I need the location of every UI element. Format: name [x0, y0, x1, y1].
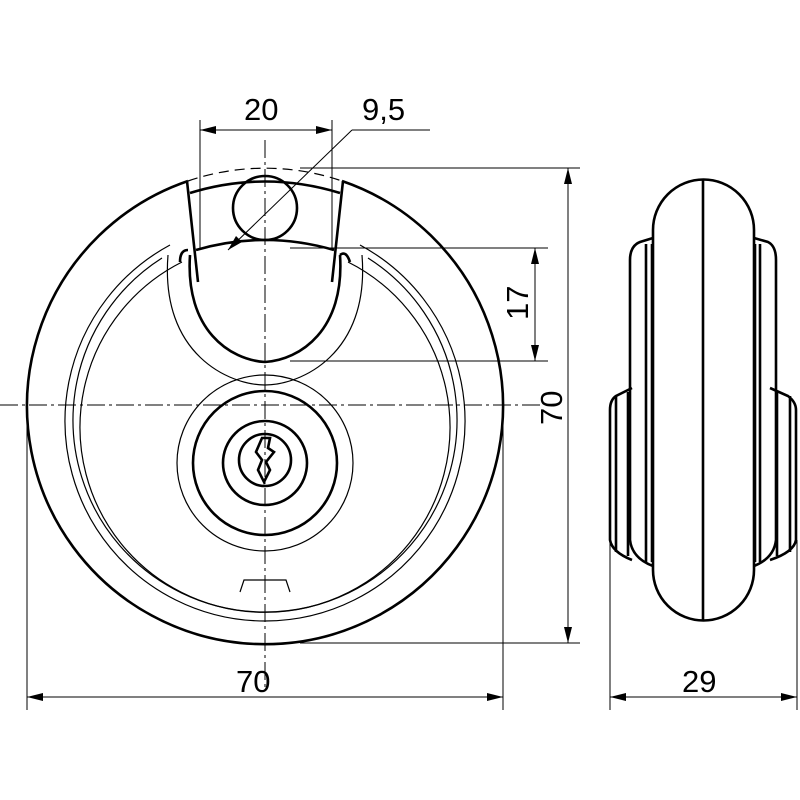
middle-flange: [628, 236, 778, 568]
dimension-20: 20: [199, 92, 333, 250]
shackle-recess: [178, 248, 352, 364]
side-view: [608, 178, 798, 622]
flange-step-lines: [614, 244, 792, 562]
dimension-70-width: 70: [26, 405, 504, 710]
dimension-label-20: 20: [244, 92, 278, 127]
front-view: [0, 140, 540, 690]
dimension-label-29: 29: [682, 664, 716, 699]
dimension-label-17: 17: [500, 286, 535, 320]
dimension-29: 29: [609, 540, 798, 710]
dimension-17: 17: [290, 247, 548, 362]
dimension-label-70-height: 70: [534, 391, 569, 425]
keyway-icon: [254, 436, 276, 485]
dimension-9-5: 9,5: [227, 92, 430, 251]
dimension-70-height: 70: [300, 167, 580, 644]
outer-body-top-hidden: [187, 167, 343, 182]
dimension-label-9-5: 9,5: [362, 92, 405, 127]
dimension-label-70-width: 70: [236, 664, 270, 699]
shackle-sides: [185, 180, 345, 283]
main-body-side: [651, 178, 756, 622]
